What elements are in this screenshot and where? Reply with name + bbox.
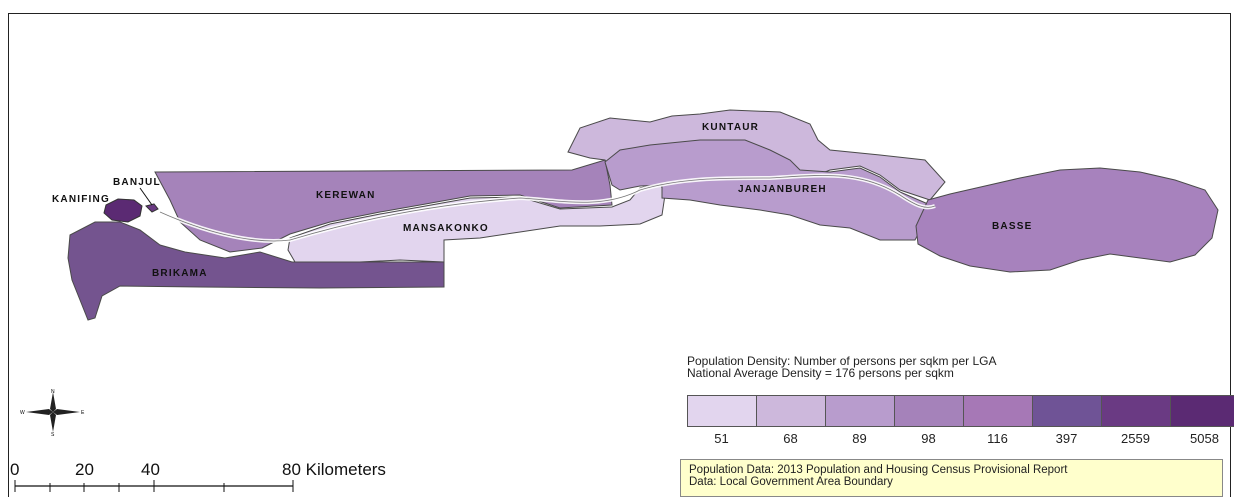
- region-banjul[interactable]: [145, 203, 159, 213]
- region-basse[interactable]: [915, 167, 1219, 273]
- compass-w: W: [20, 410, 25, 416]
- region-label-kerewan: KEREWAN: [316, 190, 376, 201]
- legend-swatch: [964, 396, 1033, 426]
- legend-swatch: [826, 396, 895, 426]
- region-brikama[interactable]: [67, 221, 445, 321]
- legend-swatch: [757, 396, 826, 426]
- legend-swatch: [1033, 396, 1102, 426]
- legend-swatch: [1171, 396, 1234, 426]
- source-line1: Population Data: 2013 Population and Hou…: [689, 464, 1068, 476]
- scale-label-80: 80 Kilometers: [282, 460, 386, 479]
- legend-swatch: [1102, 396, 1171, 426]
- legend-color-bar: [687, 395, 1234, 427]
- legend-value: 98: [921, 431, 936, 446]
- scale-bar: [14, 480, 294, 492]
- source-note: Population Data: 2013 Population and Hou…: [680, 459, 1223, 497]
- legend-title-line2: National Average Density = 176 persons p…: [687, 366, 954, 380]
- region-label-basse: BASSE: [992, 221, 1032, 232]
- compass-n: N: [51, 389, 55, 395]
- legend-value: 116: [987, 431, 1008, 446]
- region-label-kuntaur: KUNTAUR: [702, 122, 759, 133]
- region-label-janjanbureh: JANJANBUREH: [738, 184, 827, 195]
- legend-swatch: [895, 396, 964, 426]
- legend-value: 397: [1055, 431, 1078, 446]
- source-line2: Data: Local Government Area Boundary: [689, 476, 893, 488]
- north-arrow-icon: N S W E: [20, 389, 85, 436]
- region-label-brikama: BRIKAMA: [152, 268, 208, 279]
- legend-values: 51 68 89 98 116 397 2559 5058: [687, 431, 1234, 446]
- scale-label-40: 40: [141, 460, 160, 479]
- compass-s: S: [51, 432, 55, 436]
- legend-value: 5058: [1190, 431, 1219, 446]
- legend-title-line1: Population Density: Number of persons pe…: [687, 354, 997, 368]
- map-frame: [8, 13, 1231, 497]
- legend-title: Population Density: Number of persons pe…: [687, 355, 996, 379]
- region-label-banjul: BANJUL: [113, 177, 161, 188]
- scale-label-20: 20: [75, 460, 94, 479]
- region-kanifing[interactable]: [103, 198, 143, 223]
- legend-value: 89: [852, 431, 867, 446]
- compass-e: E: [81, 410, 85, 416]
- region-label-mansakonko: MANSAKONKO: [403, 223, 489, 234]
- legend-swatch: [688, 396, 757, 426]
- scale-label-0: 0: [10, 460, 20, 479]
- legend-value: 51: [714, 431, 729, 446]
- gambia-river-edge: [159, 175, 936, 242]
- banjul-leader-line: [139, 187, 153, 206]
- region-label-kanifing: KANIFING: [52, 194, 110, 205]
- region-kerewan[interactable]: [154, 159, 613, 253]
- legend-value: 2559: [1121, 431, 1150, 446]
- legend-value: 68: [783, 431, 798, 446]
